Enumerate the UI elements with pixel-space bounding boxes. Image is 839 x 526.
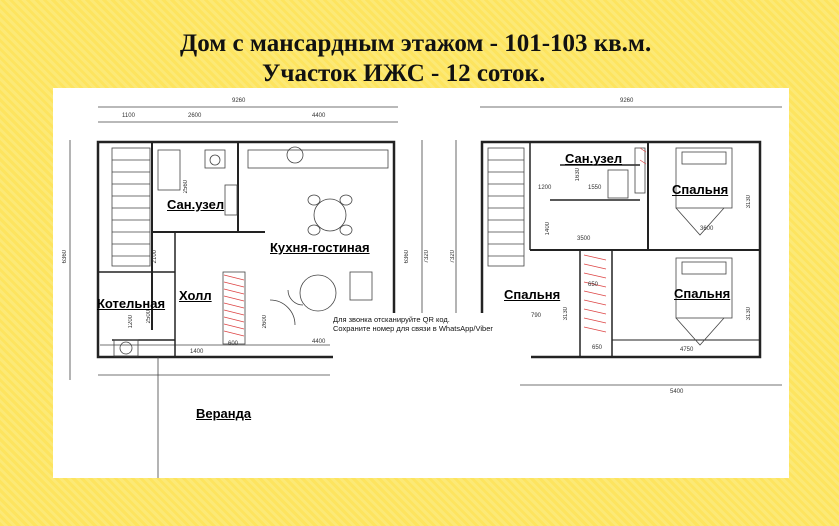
dimension-label: 2560 — [183, 180, 189, 194]
dimension-label: 3130 — [746, 307, 752, 321]
dimension-label: 790 — [531, 313, 542, 319]
dimension-label: 650 — [588, 282, 599, 288]
dimension-label: 5400 — [670, 389, 684, 395]
qr-code-note: Для звонка отсканируйте QR код. Сохранит… — [333, 313, 531, 383]
dimension-label: 3130 — [563, 307, 569, 321]
dimension-label: 6360 — [404, 250, 410, 264]
dimension-label: 7320 — [450, 250, 456, 264]
dimension-label: 1400 — [190, 349, 204, 355]
dimension-label: 4750 — [680, 347, 694, 353]
dimension-label: 4400 — [312, 113, 326, 119]
dimension-label: 600 — [228, 341, 239, 347]
room-label-bedroom-3: Спальня — [674, 286, 731, 301]
closet-hatching — [223, 147, 647, 337]
dimension-label: 1400 — [545, 222, 551, 236]
room-label-bathroom-ground: Сан.узел — [167, 197, 225, 212]
dimension-label: 6360 — [62, 250, 68, 264]
dimension-label: 9260 — [232, 98, 246, 104]
dimension-label: 9260 — [620, 98, 634, 104]
qr-note-line1: Для звонка отсканируйте QR код. — [333, 315, 450, 324]
qr-note-line2: Сохраните номер для связи в WhatsApp/Vib… — [333, 324, 493, 333]
room-label-bedroom-1: Спальня — [672, 182, 729, 197]
room-label-bedroom-2: Спальня — [504, 287, 561, 302]
heading-plot: Участок ИЖС - 12 соток. — [262, 60, 546, 87]
dimension-label: 3600 — [700, 226, 714, 232]
dimension-label: 1100 — [122, 113, 135, 119]
dimension-label: 7320 — [424, 250, 430, 264]
dimension-label: 3130 — [746, 195, 752, 209]
heading-house: Дом с мансардным этажом - 101-103 кв.м. — [180, 30, 652, 57]
dimension-label: 2500 — [146, 310, 152, 324]
room-label-kitchen-living: Кухня-гостиная — [270, 240, 370, 255]
dimension-label: 1200 — [538, 185, 552, 191]
dimension-label: 2100 — [152, 250, 158, 264]
dimension-label: 2600 — [262, 315, 268, 329]
dimension-label: 2600 — [188, 113, 202, 119]
room-label-boiler: Котельная — [97, 296, 166, 311]
dimension-label: 3500 — [577, 236, 591, 242]
dimension-label: 4400 — [312, 339, 326, 345]
dimension-label: 1200 — [128, 315, 134, 329]
dimension-label: 650 — [592, 345, 603, 351]
attic-floor-plan — [455, 106, 782, 386]
room-label-veranda: Веранда — [196, 406, 252, 421]
dimension-label: 1630 — [575, 168, 581, 182]
room-label-hall: Холл — [179, 288, 212, 303]
dimension-label: 1550 — [588, 185, 602, 191]
ground-floor-plan — [69, 106, 423, 478]
room-label-bathroom-attic: Сан.узел — [565, 151, 623, 166]
